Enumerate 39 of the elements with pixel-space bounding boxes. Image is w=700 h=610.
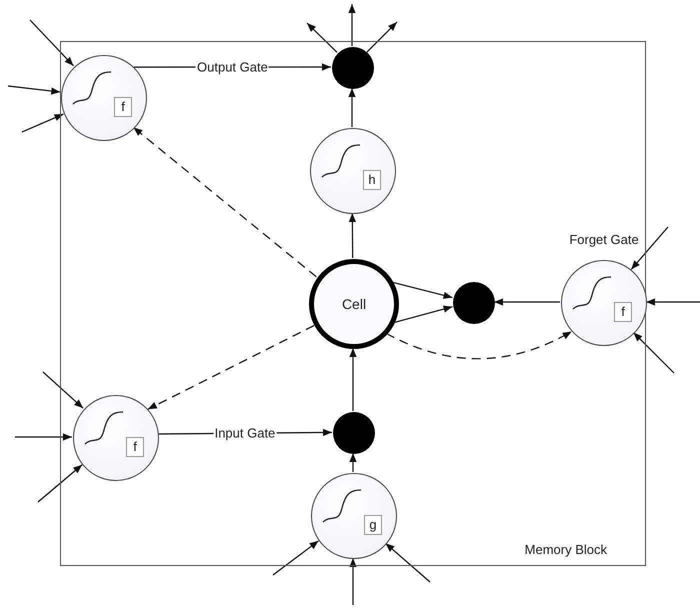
- arrow: [646, 298, 700, 306]
- arrow: [385, 542, 430, 582]
- arrow: [630, 226, 668, 270]
- function-label: f: [614, 302, 632, 322]
- function-label: f: [114, 97, 132, 117]
- arrow: [392, 282, 453, 299]
- multiply-dot: [333, 412, 375, 454]
- dashed-arrow: [386, 330, 572, 360]
- arrow: [366, 22, 398, 53]
- block-title: Memory Block: [524, 542, 607, 557]
- function-label: g: [364, 515, 382, 535]
- arrow: [8, 85, 60, 95]
- arrow: [306, 22, 338, 53]
- dashed-arrow: [133, 126, 317, 278]
- multiply-dot: [332, 47, 374, 89]
- arrow: [349, 453, 357, 472]
- arrow: [348, 4, 356, 46]
- arrow: [38, 464, 83, 502]
- arrow: [272, 540, 319, 576]
- gate-heading: Forget Gate: [568, 232, 640, 247]
- arrow: [494, 298, 560, 306]
- function-label: f: [126, 437, 144, 457]
- arrow: [393, 306, 453, 324]
- arrow: [349, 348, 357, 411]
- multiply-dot: [453, 282, 495, 324]
- arrow: [348, 88, 356, 127]
- function-label: h: [363, 170, 381, 190]
- cell-circle: Cell: [309, 259, 399, 349]
- dashed-arrow: [148, 325, 314, 410]
- edge-label: Input Gate: [214, 426, 276, 441]
- arrow: [42, 372, 84, 409]
- arrow: [349, 558, 357, 605]
- arrow: [632, 332, 674, 374]
- arrow: [22, 114, 64, 133]
- arrow: [15, 433, 72, 441]
- arrow: [30, 20, 74, 66]
- arrow: [348, 213, 356, 258]
- memory-block-frame: [60, 41, 646, 566]
- edge-label: Output Gate: [196, 60, 269, 75]
